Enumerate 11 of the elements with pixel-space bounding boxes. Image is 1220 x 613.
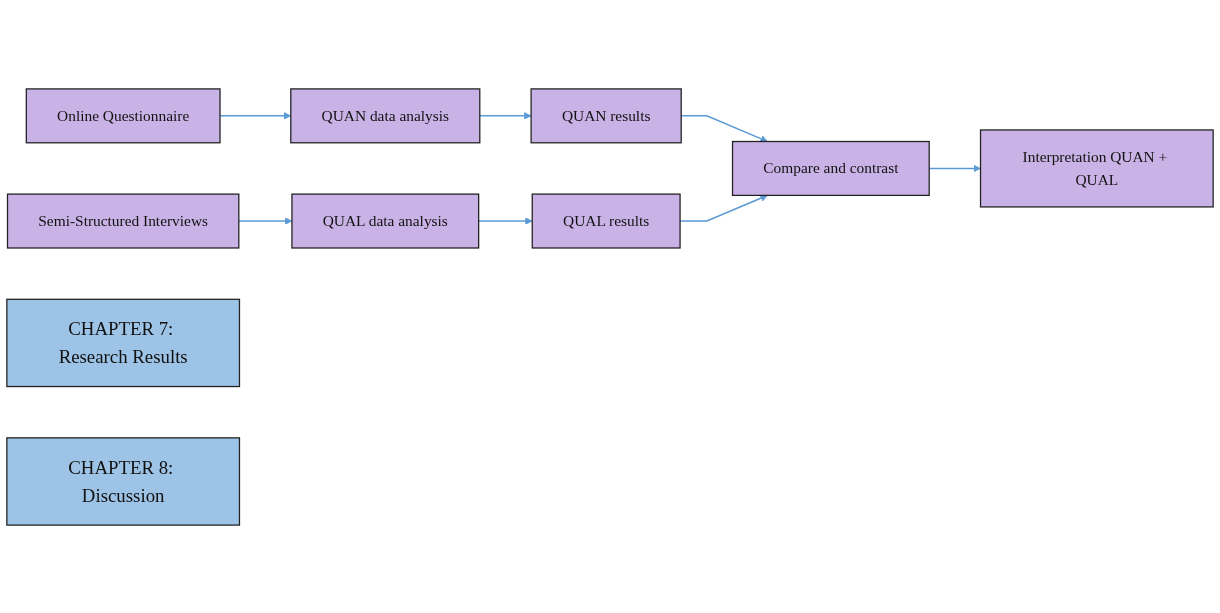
node-box: Interpretation QUAN + QUAL [979,128,1214,208]
node-box: QUAN data analysis [290,87,481,143]
node-box: Semi-Structured Interviews [6,192,240,249]
node-box: QUAL results [531,192,681,249]
node-box: Compare and contrast [731,140,930,196]
node-box: QUAL data analysis [291,192,480,249]
node-box: CHAPTER 8: Discussion [6,436,241,526]
node-box: Online Questionnaire [25,87,221,143]
node-box: QUAN results [530,87,682,143]
arrow [479,111,532,120]
node-box: CHAPTER 7: Research Results [6,298,241,387]
